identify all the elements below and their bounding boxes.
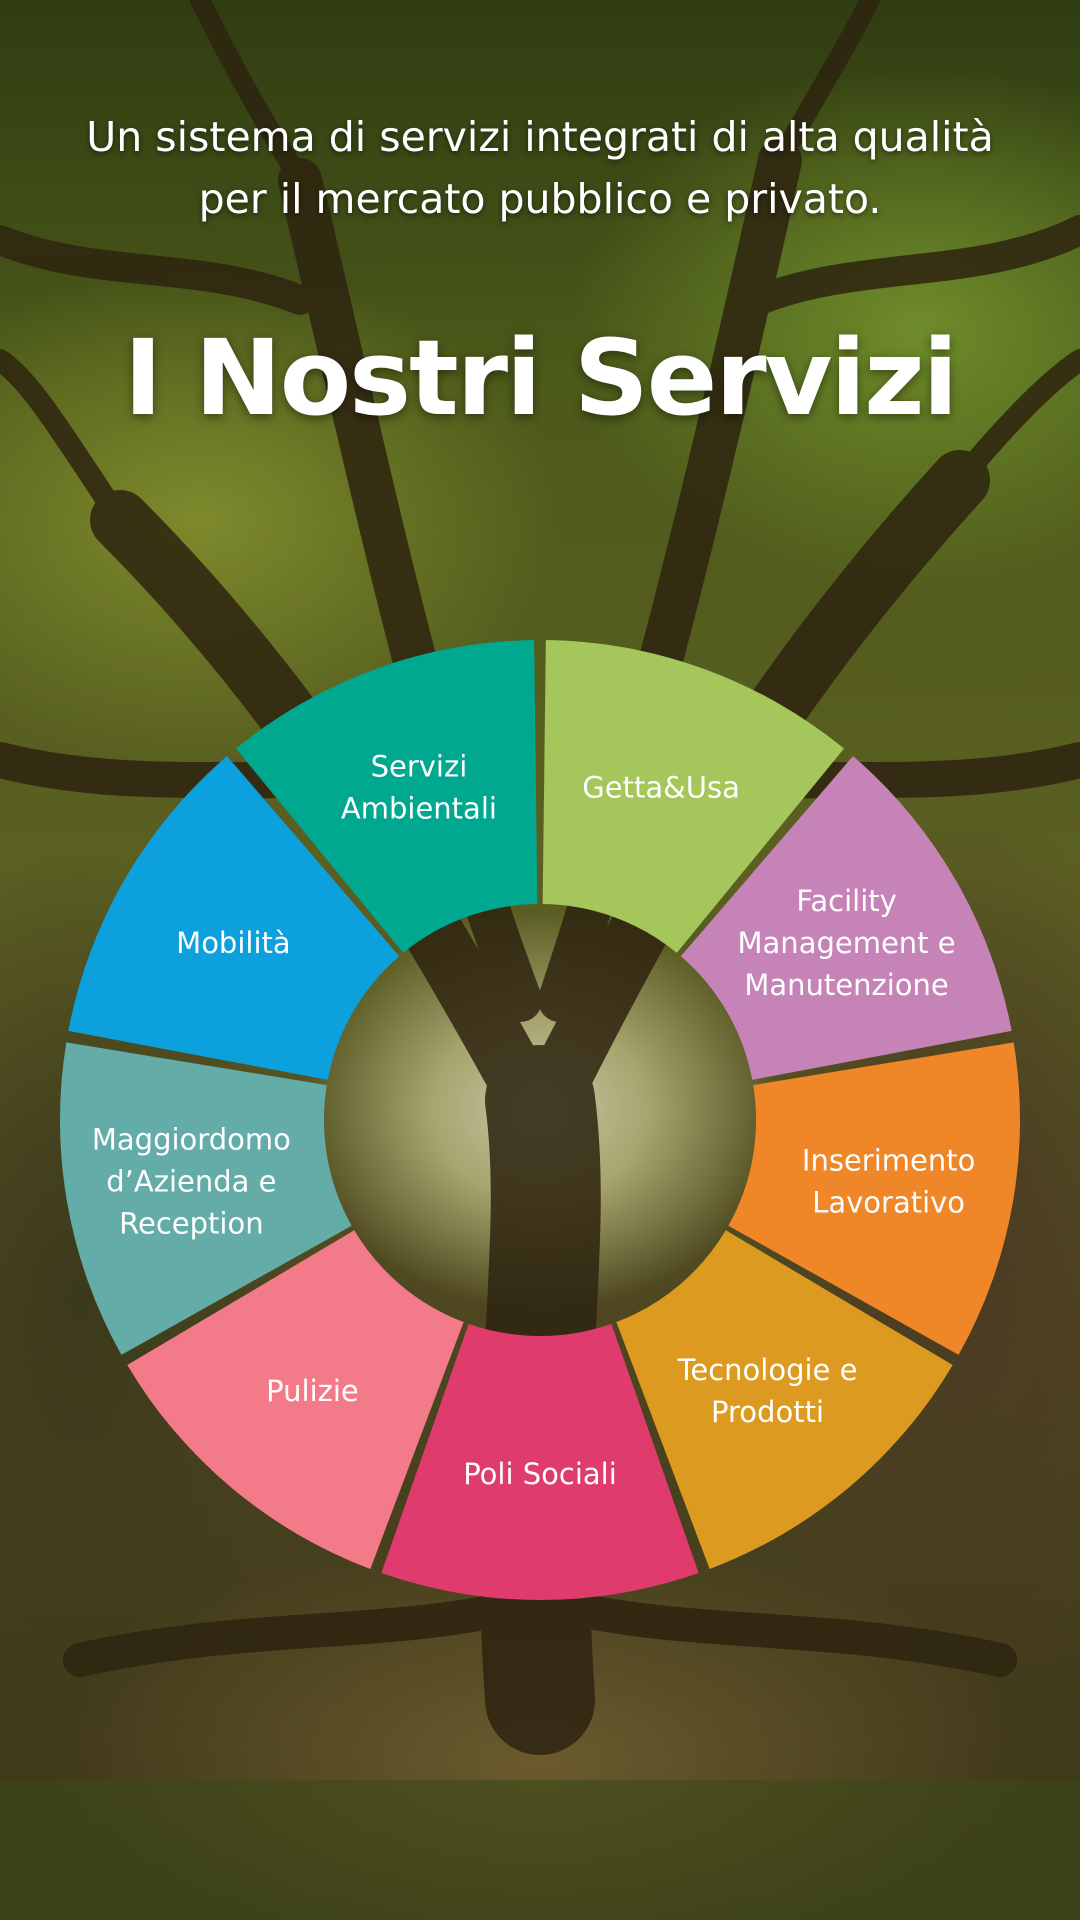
service-label-line: Mobilità [176, 926, 291, 960]
subtitle-line-1: Un sistema di servizi integrati di alta … [86, 113, 994, 161]
page-title: I Nostri Servizi [123, 317, 959, 439]
service-label-line: Ambientali [341, 791, 497, 825]
subtitle-line-2: per il mercato pubblico e privato. [198, 175, 882, 223]
service-segment[interactable]: Pulizie [127, 1230, 464, 1570]
service-segment-shape [127, 1230, 464, 1570]
service-segment-shape [68, 756, 400, 1080]
service-segment-shape [680, 756, 1012, 1080]
service-label: Maggiordomo d’Azienda e Reception [92, 1122, 291, 1240]
service-label-line: Facility [796, 884, 896, 918]
service-label-line: Inserimento [802, 1143, 975, 1177]
service-label: Mobilità [176, 926, 291, 960]
service-label: Tecnologie e Prodotti [677, 1353, 858, 1429]
service-label-line: Poli Sociali [463, 1457, 617, 1491]
service-segment-shape [381, 1323, 699, 1600]
service-segment-shape [235, 640, 538, 953]
service-label-line: Manutenzione [744, 968, 948, 1002]
service-segment[interactable]: Poli Sociali [381, 1323, 699, 1600]
service-label-line: Management e [738, 926, 956, 960]
service-label-line: Servizi [371, 749, 468, 783]
service-segment[interactable]: Getta&Usa [542, 640, 845, 953]
service-segment-shape [728, 1042, 1020, 1355]
service-label-line: Maggiordomo [92, 1122, 291, 1156]
service-label: Getta&Usa [582, 770, 740, 804]
service-label-line: Tecnologie e [677, 1353, 858, 1387]
subtitle: Un sistema di servizi integrati di alta … [40, 106, 1040, 230]
service-label-line: Prodotti [711, 1395, 824, 1429]
service-label-line: d’Azienda e [106, 1164, 276, 1198]
service-label: Poli Sociali [463, 1457, 617, 1491]
service-label-line: Getta&Usa [582, 770, 740, 804]
service-label-line: Pulizie [266, 1374, 359, 1408]
service-label: Pulizie [266, 1374, 359, 1408]
service-label-line: Reception [119, 1206, 263, 1240]
service-segment-shape [616, 1230, 953, 1570]
service-segment[interactable]: Maggiordomo d’Azienda e Reception [59, 1042, 352, 1355]
service-segment[interactable]: Tecnologie e Prodotti [616, 1230, 953, 1570]
service-segment-shape [542, 640, 845, 953]
service-label-line: Lavorativo [812, 1185, 965, 1219]
service-segment[interactable]: Mobilità [68, 756, 400, 1080]
service-segment-shape [59, 1042, 352, 1355]
